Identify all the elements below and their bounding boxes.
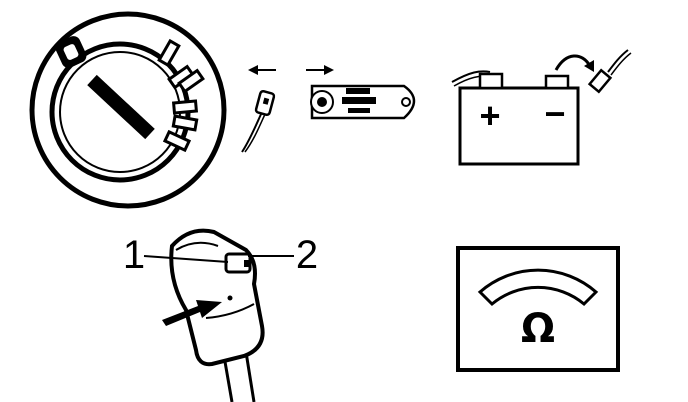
callout-2-label: 2 <box>296 233 318 277</box>
battery-icon: + − <box>451 70 580 166</box>
arrow-left-icon <box>248 65 276 75</box>
arrow-right-icon <box>306 65 334 75</box>
connector-plug-icon <box>241 89 276 153</box>
ohmmeter-icon: Ω <box>456 246 620 372</box>
light-switch-dial-icon <box>29 11 227 209</box>
battery-positive-symbol: + <box>479 95 500 136</box>
pointer-arrow-icon <box>162 300 222 326</box>
battery-cable-clip-icon <box>554 49 632 94</box>
callout-2: 2 <box>248 233 318 277</box>
callout-1: 1 <box>123 233 229 277</box>
switch-housing-icon <box>169 228 265 402</box>
battery-negative-symbol: − <box>544 93 565 134</box>
ohmmeter-unit-symbol: Ω <box>521 306 555 352</box>
bulb-holder-plate-icon <box>310 84 416 120</box>
callout-1-label: 1 <box>123 233 145 277</box>
